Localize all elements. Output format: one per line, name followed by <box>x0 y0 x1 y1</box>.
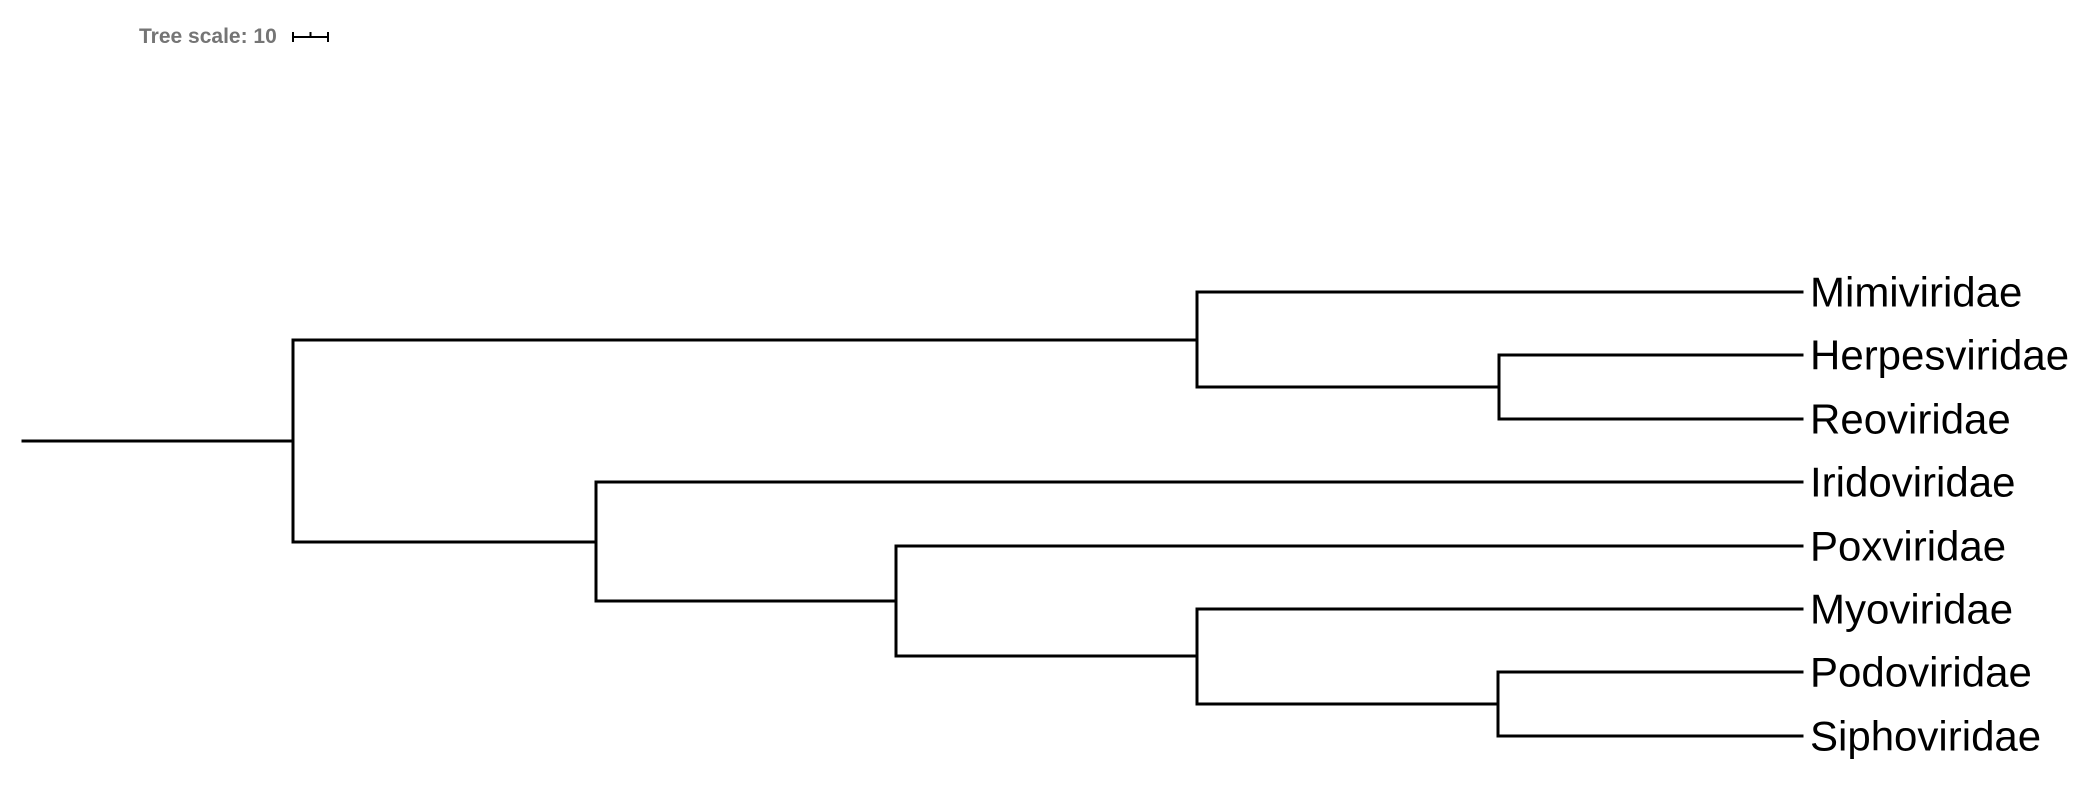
leaf-label-iridoviridae: Iridoviridae <box>1810 459 2015 506</box>
tree-scale-label: Tree scale: 10 <box>139 25 277 48</box>
leaf-label-reoviridae: Reoviridae <box>1810 396 2011 443</box>
leaf-label-podoviridae: Podoviridae <box>1810 649 2032 696</box>
tree-branches <box>21 290 1804 738</box>
leaf-labels: MimiviridaeHerpesviridaeReoviridaeIridov… <box>1810 269 2069 760</box>
tree-scale-legend: Tree scale: 10 <box>139 26 331 47</box>
leaf-label-mimiviridae: Mimiviridae <box>1810 269 2022 316</box>
leaf-label-myoviridae: Myoviridae <box>1810 586 2013 633</box>
leaf-label-siphoviridae: Siphoviridae <box>1810 713 2041 760</box>
leaf-label-poxviridae: Poxviridae <box>1810 523 2006 570</box>
tree-scale-bar-icon <box>291 31 329 42</box>
leaf-label-herpesviridae: Herpesviridae <box>1810 332 2069 379</box>
